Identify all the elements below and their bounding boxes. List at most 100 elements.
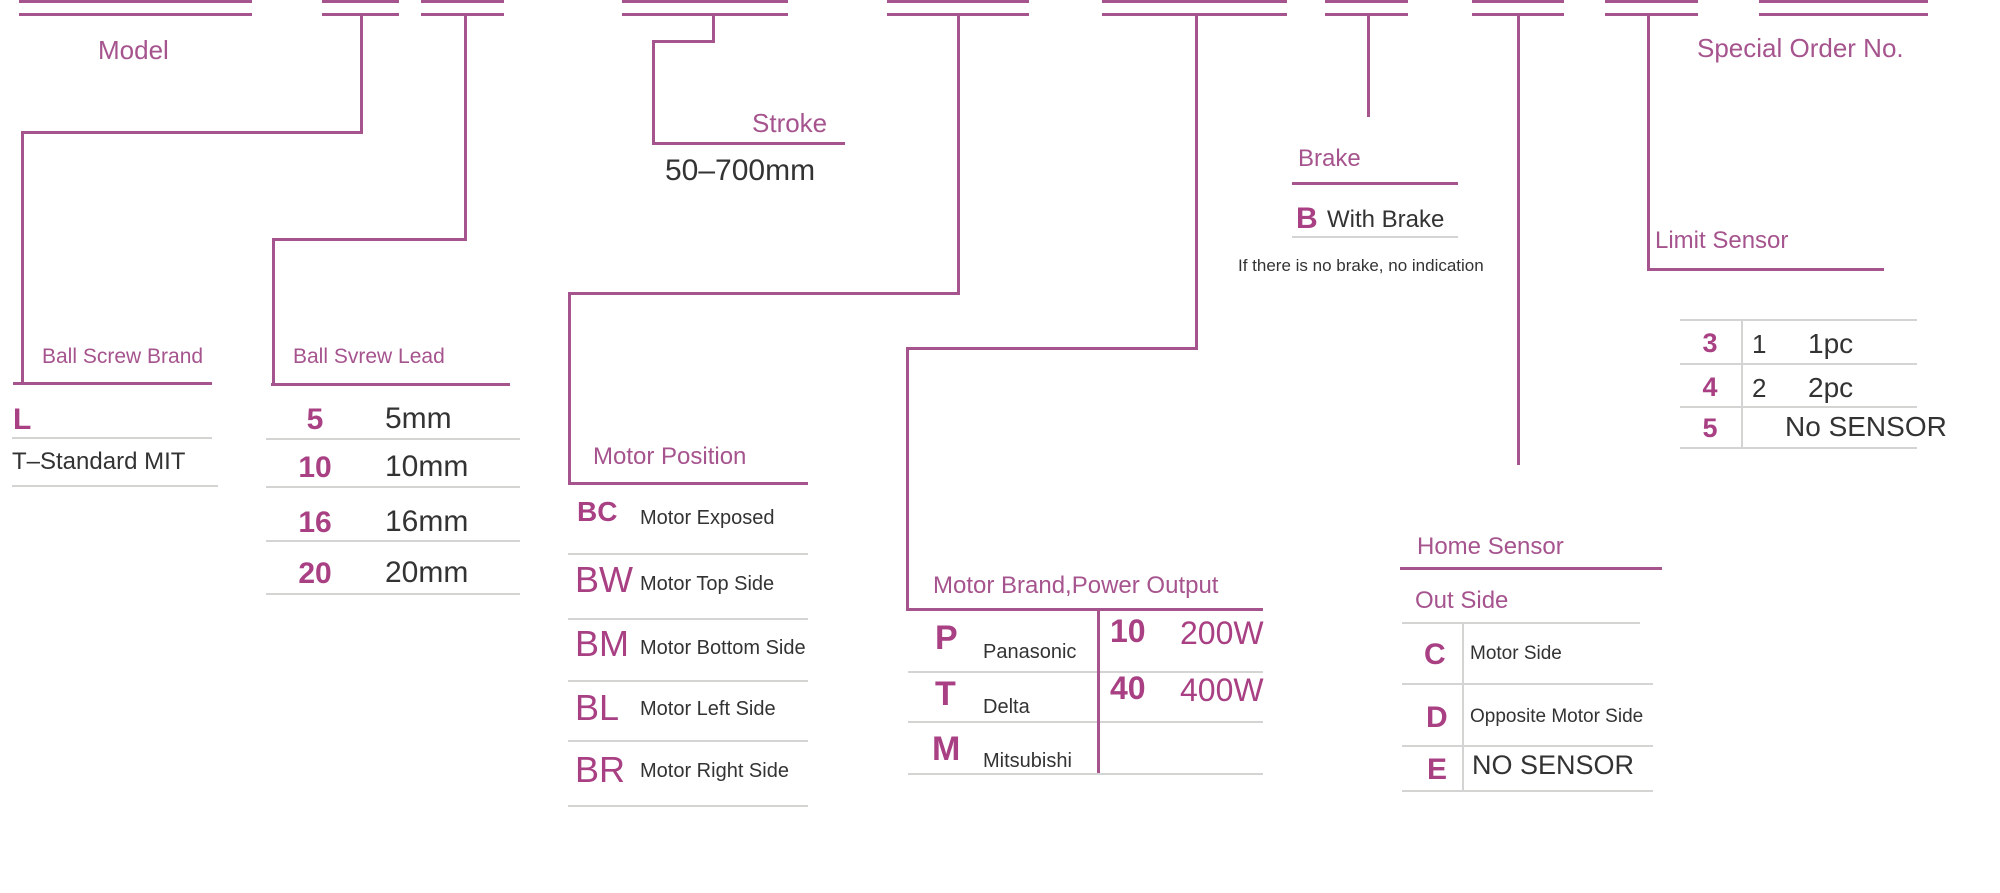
- lead-value: 5mm: [385, 402, 452, 435]
- top-crop-fragment: [1472, 0, 1564, 3]
- code-segment-stroke: [622, 13, 788, 16]
- brake-code: B: [1296, 202, 1318, 235]
- top-crop-fragment: [1325, 0, 1408, 3]
- home-sensor-sublabel: Out Side: [1415, 587, 1509, 614]
- home-sensor-code: C: [1424, 638, 1446, 671]
- ball-screw-brand-code: L: [13, 403, 32, 436]
- motor-brand-value: Panasonic: [983, 641, 1077, 663]
- connector-line: [568, 292, 960, 295]
- table-line: [1680, 447, 1917, 449]
- column-divider: [1097, 608, 1100, 773]
- top-crop-fragment: [19, 0, 252, 3]
- row-separator: [1292, 236, 1458, 238]
- section-underline: [13, 382, 212, 385]
- connector-line: [652, 40, 715, 43]
- connector-line: [1517, 13, 1520, 465]
- home-sensor-value: NO SENSOR: [1472, 750, 1635, 780]
- table-line: [1402, 745, 1653, 747]
- table-line: [1680, 406, 1917, 408]
- connector-line: [712, 13, 715, 43]
- limit-sensor-value: No SENSOR: [1785, 411, 1947, 442]
- limit-sensor-qty: 2: [1752, 373, 1767, 403]
- connector-line: [1647, 13, 1650, 268]
- table-divider: [1741, 319, 1743, 447]
- table-line: [1680, 319, 1917, 321]
- special-order-label: Special Order No.: [1697, 33, 1904, 63]
- row-separator: [568, 680, 808, 682]
- connector-line: [652, 40, 655, 145]
- lead-code: 20: [298, 557, 332, 590]
- lead-code: 10: [298, 451, 332, 484]
- home-sensor-code: D: [1426, 701, 1448, 734]
- ball-screw-lead-label: Ball Svrew Lead: [293, 345, 445, 368]
- ball-screw-brand-label: Ball Screw Brand: [42, 345, 204, 368]
- motor-brand-power-label: Motor Brand,Power Output: [933, 572, 1219, 599]
- limit-sensor-code: 4: [1702, 372, 1718, 402]
- connector-line: [464, 13, 467, 241]
- ball-screw-brand-desc: T–Standard MIT: [12, 448, 186, 475]
- table-line: [1402, 790, 1653, 792]
- row-separator: [266, 540, 520, 542]
- section-underline: [271, 383, 510, 386]
- section-underline: [1400, 567, 1662, 570]
- lead-code: 16: [298, 506, 332, 539]
- lead-value: 16mm: [385, 505, 469, 538]
- top-crop-fragment: [1759, 0, 1928, 3]
- connector-line: [21, 131, 363, 134]
- section-underline: [568, 482, 808, 485]
- row-separator: [266, 593, 520, 595]
- top-crop-fragment: [622, 0, 788, 3]
- home-sensor-value: Opposite Motor Side: [1470, 706, 1644, 727]
- code-segment-brake: [1325, 13, 1408, 16]
- home-sensor-code: E: [1427, 753, 1448, 786]
- top-crop-fragment: [887, 0, 1029, 3]
- home-sensor-value: Motor Side: [1470, 643, 1562, 664]
- row-separator: [568, 618, 808, 620]
- motor-position-value: Motor Left Side: [640, 698, 776, 720]
- connector-line: [957, 13, 960, 295]
- motor-brand-value: Delta: [983, 696, 1030, 718]
- row-separator: [908, 773, 1263, 775]
- connector-line: [1195, 13, 1198, 350]
- motor-position-value: Motor Exposed: [640, 507, 775, 529]
- motor-brand-code: M: [932, 730, 961, 768]
- limit-sensor-qty: 1: [1752, 329, 1767, 359]
- code-segment-model: [19, 13, 252, 16]
- row-separator: [568, 553, 808, 555]
- code-segment-motor-brand: [1102, 13, 1287, 16]
- lead-value: 10mm: [385, 450, 469, 483]
- row-separator: [266, 438, 520, 440]
- section-underline: [906, 608, 1263, 611]
- model-label: Model: [98, 35, 169, 65]
- power-value: 400W: [1180, 672, 1264, 708]
- motor-position-value: Motor Right Side: [640, 760, 789, 782]
- motor-position-label: Motor Position: [593, 443, 747, 470]
- stroke-label: Stroke: [752, 108, 828, 138]
- code-segment-special-order: [1759, 13, 1928, 16]
- table-line: [1402, 683, 1653, 685]
- motor-brand-code: P: [935, 619, 958, 657]
- limit-sensor-code: 5: [1702, 413, 1718, 443]
- section-underline: [1292, 182, 1458, 185]
- motor-position-value: Motor Bottom Side: [640, 637, 806, 659]
- motor-position-code: BW: [575, 559, 633, 600]
- row-separator: [12, 437, 212, 439]
- top-crop-fragment: [1605, 0, 1698, 3]
- home-sensor-label: Home Sensor: [1417, 533, 1564, 560]
- motor-position-code: BM: [575, 623, 629, 664]
- row-separator: [908, 721, 1263, 723]
- brake-note: If there is no brake, no indication: [1238, 256, 1484, 275]
- brake-desc: With Brake: [1327, 206, 1445, 233]
- top-crop-fragment: [421, 0, 504, 3]
- lead-code: 5: [306, 403, 324, 436]
- stroke-range: 50–700mm: [665, 154, 816, 187]
- code-segment-lead: [421, 13, 504, 16]
- motor-position-value: Motor Top Side: [640, 573, 775, 595]
- power-code: 40: [1110, 670, 1146, 706]
- power-code: 10: [1110, 613, 1146, 649]
- power-value: 200W: [1180, 615, 1264, 651]
- row-separator: [12, 485, 218, 487]
- row-separator: [266, 486, 520, 488]
- section-underline: [652, 142, 845, 145]
